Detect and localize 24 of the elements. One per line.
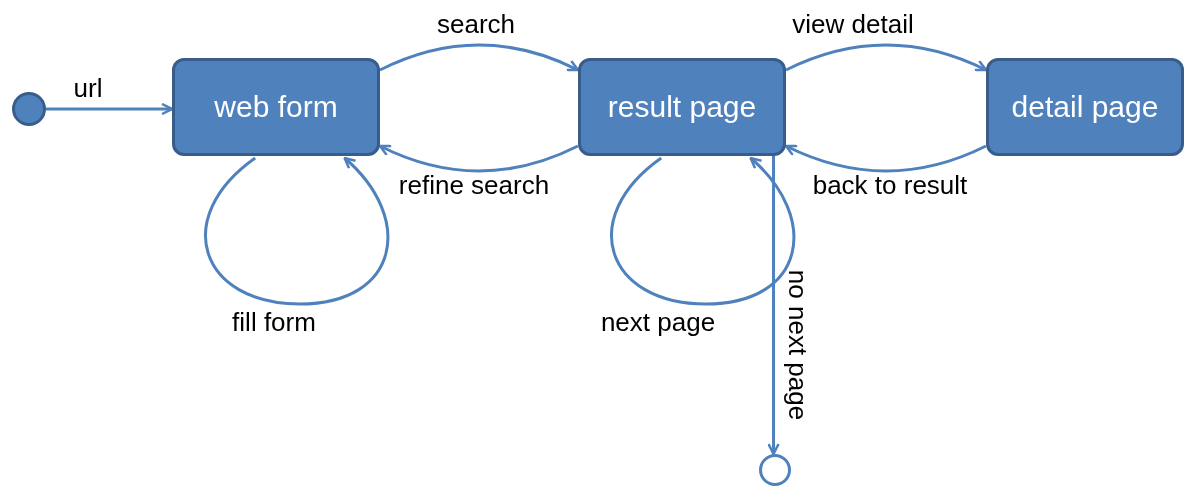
transition-arrow	[46, 102, 174, 116]
edge-label: back to result	[812, 169, 968, 201]
transition-arrow	[785, 43, 988, 72]
transition-arrow	[784, 144, 987, 173]
transition-arrow	[767, 156, 780, 456]
state-name: web form	[214, 90, 338, 124]
transition-arrow	[610, 156, 796, 306]
state-box	[172, 58, 380, 156]
edge-label: view detail	[792, 8, 914, 40]
edge-label: refine search	[398, 169, 550, 201]
state-name: detail page	[1011, 90, 1159, 124]
transition-arrow	[379, 43, 580, 72]
edge-label: url	[73, 72, 103, 104]
edge-label: no next page	[781, 269, 813, 421]
edge-label: search	[437, 8, 515, 40]
state-box	[578, 58, 786, 156]
transition-arrow	[378, 144, 579, 173]
edge-label: fill form	[232, 306, 316, 338]
initial-state-dot	[12, 92, 46, 126]
state-box	[986, 58, 1184, 156]
state-name: result page	[607, 90, 757, 124]
edge-label: next page	[600, 306, 716, 338]
final-state-circle	[759, 454, 791, 486]
transition-arrow	[204, 156, 390, 306]
